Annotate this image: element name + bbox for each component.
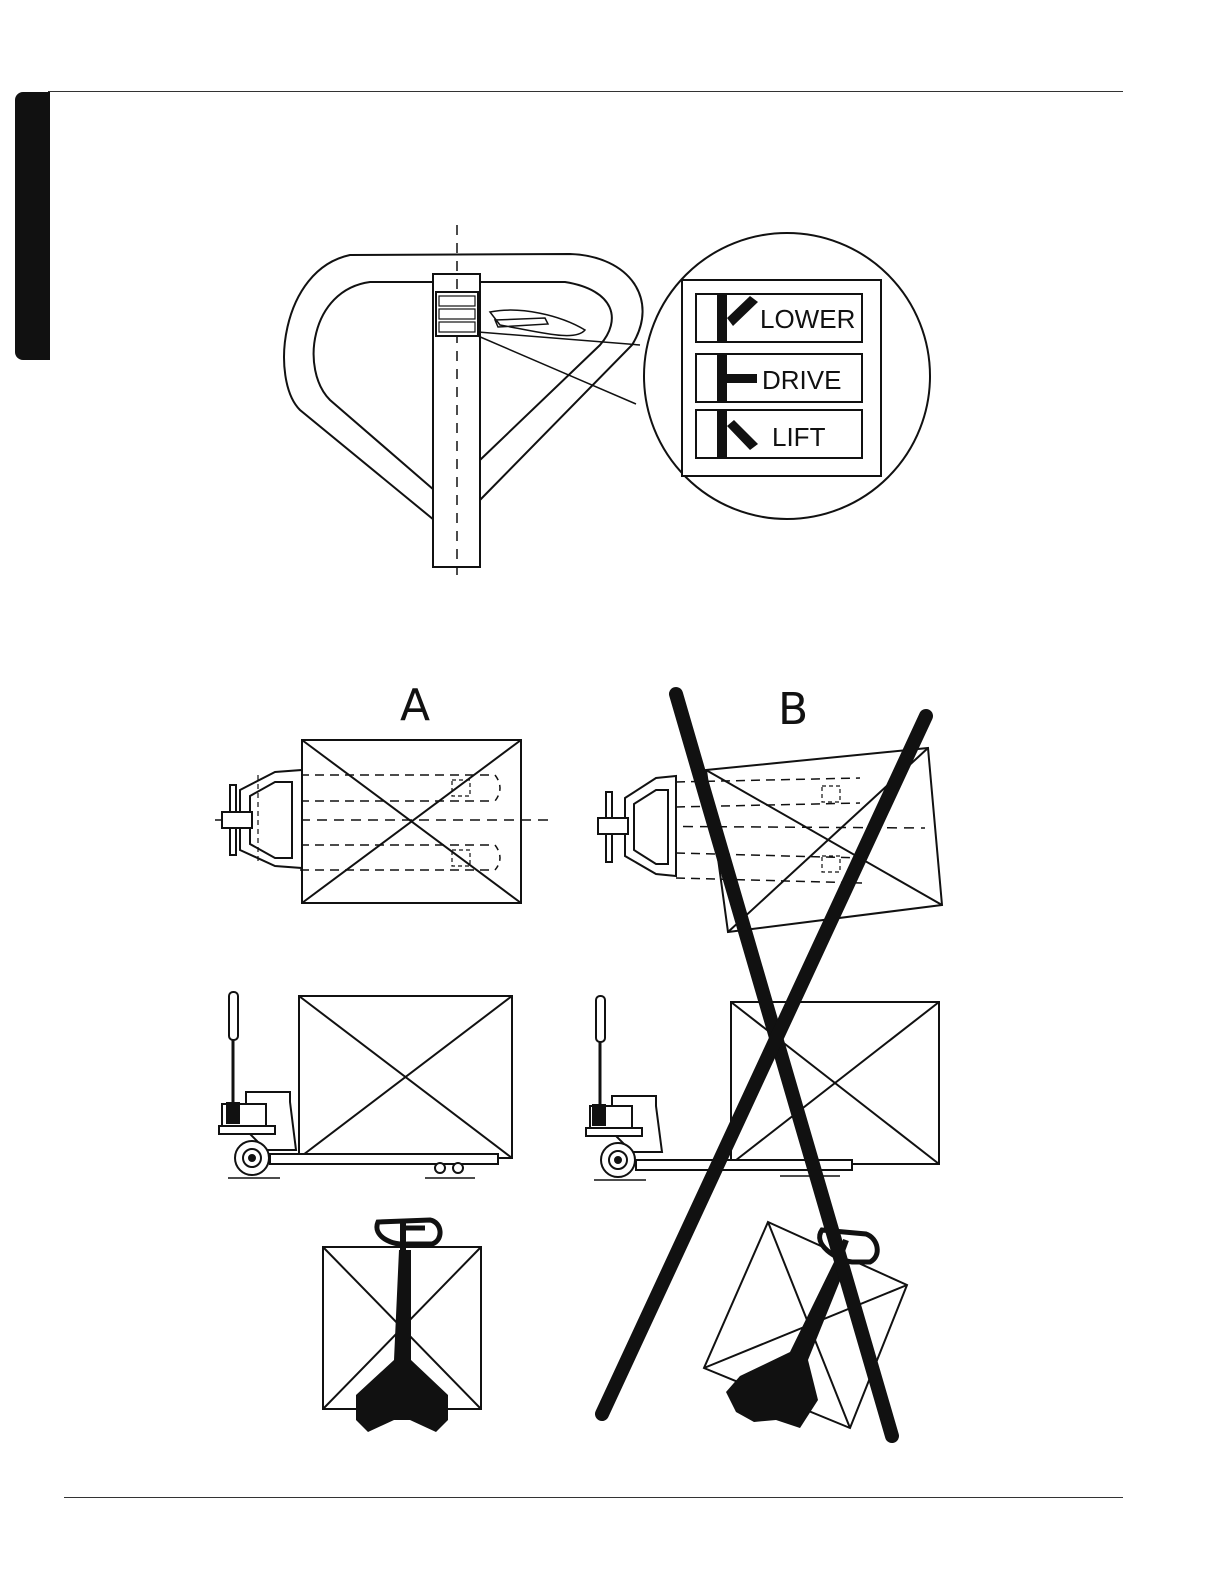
side-view-incorrect: [586, 996, 939, 1180]
side-view-correct: [219, 992, 512, 1178]
tiller-handle-figure: LOWER DRIVE LIFT: [284, 225, 930, 575]
label-lower: LOWER: [760, 304, 855, 334]
control-plate: [436, 292, 478, 336]
control-lever: [490, 310, 585, 335]
label-lift: LIFT: [772, 422, 826, 452]
top-view-incorrect: [598, 748, 942, 932]
panel-label-a: A: [400, 680, 430, 731]
top-view-correct: [215, 740, 552, 903]
lever-position-drive-icon: [727, 374, 757, 383]
label-drive: DRIVE: [762, 365, 841, 395]
leader-line: [478, 332, 640, 345]
leader-line: [478, 336, 636, 404]
rear-view-correct: [323, 1220, 481, 1432]
panel-label-b: B: [778, 684, 808, 735]
